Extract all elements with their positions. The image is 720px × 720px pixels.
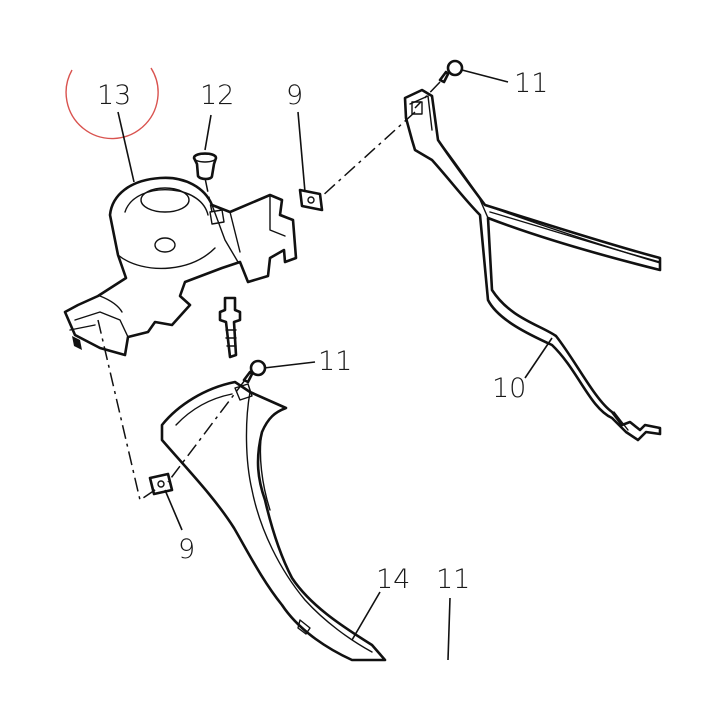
callout-14: 14 [376, 564, 410, 595]
leader-12 [204, 114, 212, 151]
callout-11-mid: 11 [318, 346, 352, 377]
callout-11-bottom: 11 [436, 564, 470, 595]
leader-14 [351, 591, 381, 641]
callout-11-top: 11 [514, 68, 548, 99]
assembly-line-top-clip [319, 111, 416, 199]
leader-11-bottom [447, 597, 451, 661]
part-14-fairing[interactable] [160, 380, 387, 662]
assembly-line-top-screw [414, 81, 441, 109]
part-13-cover[interactable] [63, 176, 298, 357]
leader-9-bottom [164, 489, 183, 531]
part-9-clip-nut-bottom[interactable] [148, 472, 174, 496]
leader-13 [117, 111, 135, 183]
leader-9-top [297, 111, 306, 193]
callout-12: 12 [200, 80, 234, 111]
part-9-clip-nut-top[interactable] [298, 188, 324, 212]
part-12-grommet[interactable] [192, 152, 218, 181]
part-10-panel[interactable] [403, 88, 662, 442]
screw-11-top[interactable] [438, 59, 464, 84]
callout-13-highlight-circle [65, 67, 159, 140]
bolt[interactable] [218, 296, 242, 359]
callout-9-top: 9 [286, 80, 303, 111]
assembly-line-grommet [204, 177, 213, 213]
callout-9-bottom: 9 [178, 534, 195, 565]
leader-11-mid [263, 361, 316, 369]
screw-11-mid[interactable] [242, 359, 267, 384]
assembly-line-mid-screw [167, 379, 246, 483]
assembly-line-left [97, 319, 159, 502]
callout-10: 10 [492, 373, 526, 404]
leader-11-top [461, 69, 509, 83]
leader-10 [524, 337, 553, 379]
callout-13: 13 [97, 80, 131, 111]
